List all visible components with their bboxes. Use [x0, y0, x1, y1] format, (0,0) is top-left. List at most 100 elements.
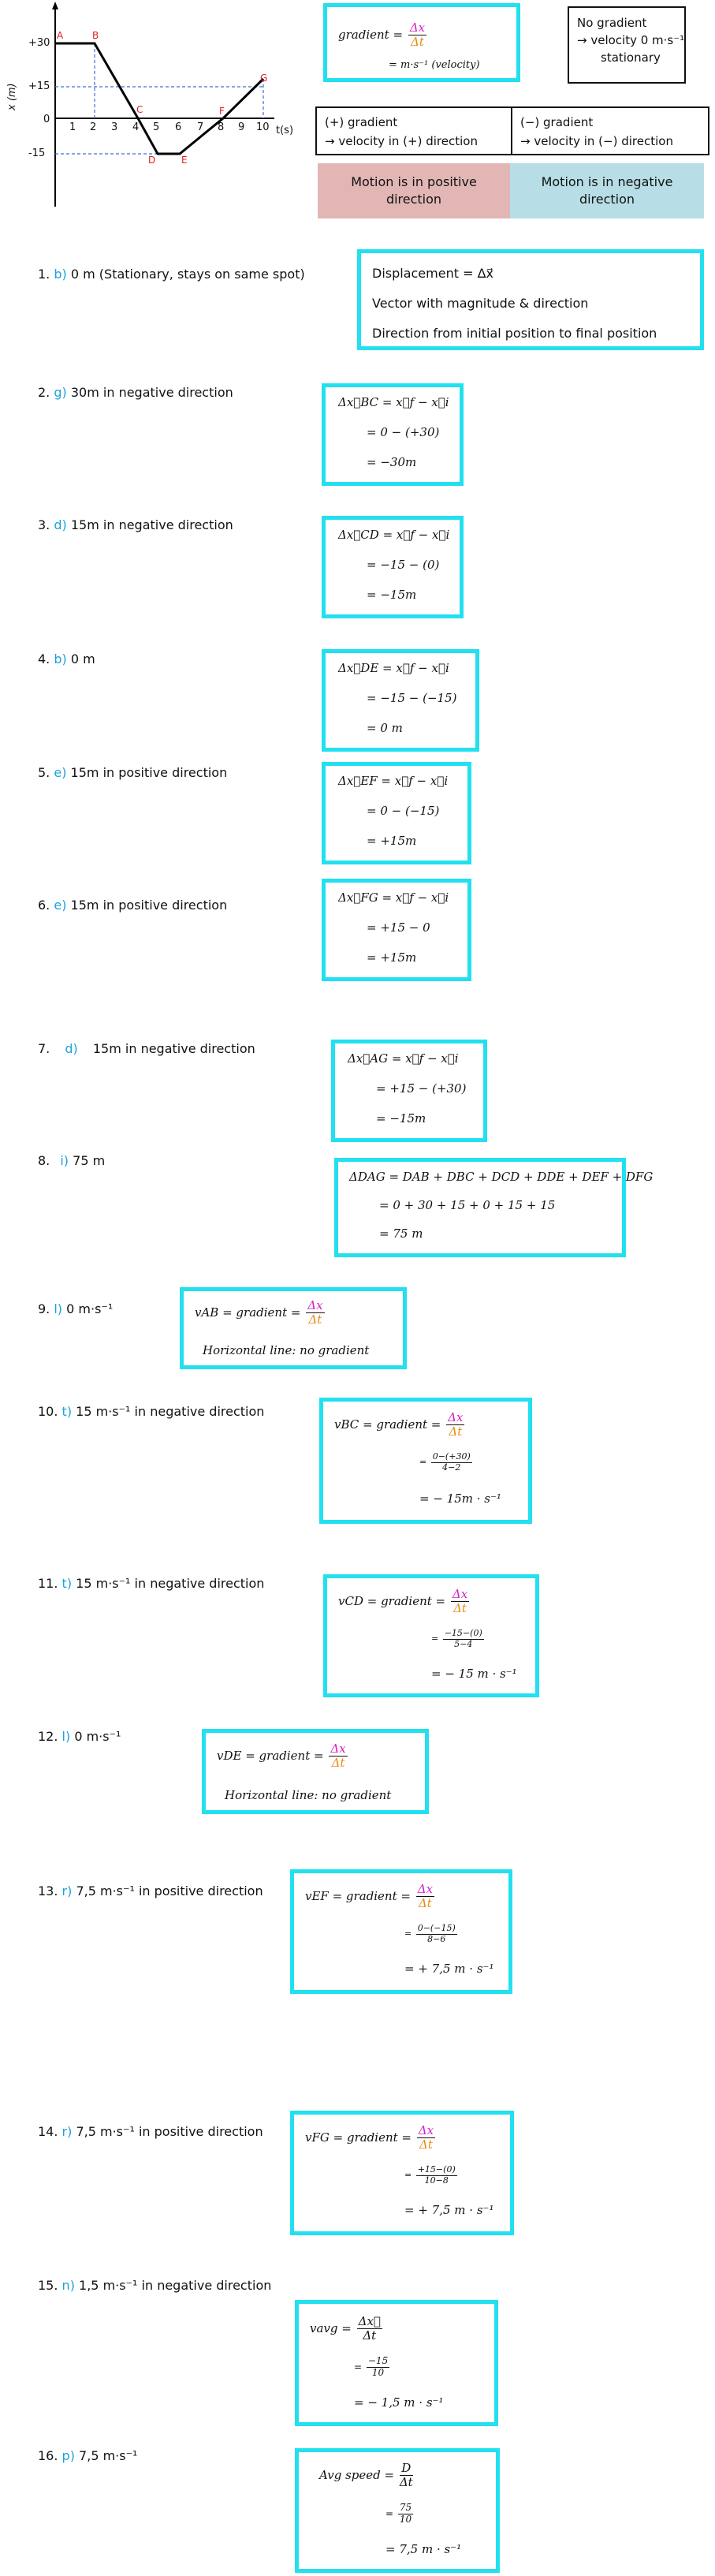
calc-line: = + 7,5 m · s⁻¹ [404, 2203, 494, 2217]
answer-16: 16. p) 7,5 m·s⁻¹ [38, 2448, 137, 2463]
gradient-num: Δx [408, 21, 427, 36]
calc-line: = 0 m [367, 721, 403, 735]
calc-line: = +15 − 0 [367, 920, 430, 935]
fraction-numerator: +15−(0) [415, 2164, 457, 2176]
delta-t: Δt [331, 1756, 345, 1771]
answer-letter: p) [61, 2448, 75, 2463]
fraction-numerator: 75 [397, 2502, 414, 2514]
answer-number: 8. [38, 1153, 50, 1168]
calc-line: = − 15m · s⁻¹ [419, 1491, 501, 1506]
positive-gradient-box: (+) gradient → velocity in (+) direction [315, 106, 512, 155]
answer-number: 6. [38, 898, 50, 913]
delta-t: Δt [449, 1424, 463, 1439]
tick-x-5: 5 [153, 121, 160, 133]
calc-line: = +15 − (+30) [376, 1081, 467, 1096]
no-gradient-line1: No gradient [577, 16, 647, 30]
answer-text: 15m in negative direction [70, 517, 233, 532]
tick-x-3: 3 [111, 121, 118, 133]
answer-text: 7,5 m·s⁻¹ in positive direction [76, 1883, 263, 1898]
x-axis-label: t(s) [276, 125, 294, 136]
gradient-lhs: gradient = [338, 27, 404, 42]
calc-box-q8: ΔDAG = DAB + DBC + DCD + DDE + DEF + DFG… [334, 1158, 653, 1257]
calc-line: Δx⃗EF = x⃗f − x⃗i [338, 774, 449, 788]
calc-line: = + 7,5 m · s⁻¹ [404, 1962, 494, 1976]
answer-text: 0 m [70, 651, 95, 666]
answer-letter: n) [61, 2278, 75, 2293]
calc-line: = 0 − (+30) [367, 425, 440, 439]
fraction-denominator: 10 [399, 2513, 412, 2525]
delta-t: Δt [308, 1312, 322, 1327]
answer-4: 4. b) 0 m [38, 651, 95, 666]
tick-y-0: 0 [43, 114, 50, 125]
answer-11: 11. t) 15 m·s⁻¹ in negative direction [38, 1576, 264, 1591]
answer-text: 0 m (Stationary, stays on same spot) [70, 267, 305, 282]
answer-number: 1. [38, 267, 50, 282]
velocity-lhs: vCD = gradient = [338, 1593, 446, 1608]
answer-text: 30m in negative direction [70, 385, 233, 400]
fraction-numerator: 0−(+30) [430, 1451, 472, 1463]
delta-x: Δx [329, 1742, 348, 1757]
guide-lines [55, 43, 265, 155]
y-axis-arrow [52, 2, 58, 9]
answer-2: 2. g) 30m in negative direction [38, 385, 233, 400]
answer-number: 4. [38, 651, 50, 666]
answer-number: 11. [38, 1576, 58, 1591]
calc-line: Horizontal line: no gradient [225, 1788, 392, 1802]
tick-x-6: 6 [175, 121, 182, 133]
tick-x-1: 1 [69, 121, 76, 133]
tick-x-7: 7 [197, 121, 204, 133]
answer-letter: t) [61, 1404, 73, 1419]
delta-x: Δx [415, 1882, 435, 1898]
answer-text: 7,5 m·s⁻¹ in positive direction [76, 2124, 263, 2139]
calc-line: = − 15 m · s⁻¹ [431, 1667, 517, 1681]
delta-t: Δt [363, 2328, 377, 2343]
calc-line: = 0 + 30 + 15 + 0 + 15 + 15 [379, 1198, 556, 1212]
calc-line: = − 1,5 m · s⁻¹ [354, 2395, 444, 2410]
position-time-graph [52, 2, 274, 207]
answer-13: 13. r) 7,5 m·s⁻¹ in positive direction [38, 1883, 263, 1898]
fraction-denominator: 8−6 [427, 1933, 446, 1944]
neg-gradient-line1: (−) gradient [520, 115, 594, 129]
tick-y-30: +30 [28, 37, 50, 49]
calc-box-q3: Δx⃗CD = x⃗f − x⃗i = −15 − (0) = −15m [322, 516, 464, 618]
answer-text: 15m in positive direction [70, 765, 228, 780]
answer-text: 0 m·s⁻¹ [66, 1301, 114, 1316]
answer-text: 15m in positive direction [70, 898, 228, 913]
answer-letter: b) [54, 267, 67, 282]
answer-number: 2. [38, 385, 50, 400]
gradient-units: = m·s⁻¹ (velocity) [389, 59, 480, 71]
answer-letter: t) [61, 1576, 73, 1591]
answer-14: 14. r) 7,5 m·s⁻¹ in positive direction [38, 2124, 263, 2139]
tick-y-neg15: -15 [28, 147, 46, 159]
calc-line: Δx⃗AG = x⃗f − x⃗i [348, 1051, 459, 1066]
answer-7: 7. d) 15m in negative direction [38, 1041, 255, 1056]
point-label-b: B [92, 30, 99, 41]
neg-gradient-line2: → velocity in (−) direction [520, 134, 673, 148]
answer-number: 9. [38, 1301, 50, 1316]
calc-box-q7: Δx⃗AG = x⃗f − x⃗i = +15 − (+30) = −15m [331, 1040, 487, 1142]
answer-letter: l) [54, 1301, 63, 1316]
delta-x: Δx [416, 2123, 436, 2139]
fraction-numerator: 0−(−15) [415, 1923, 457, 1935]
fraction-denominator: 5−4 [454, 1638, 473, 1649]
answer-letter: e) [54, 765, 67, 780]
calc-line: = +15m [367, 950, 417, 965]
calc-line: = 7,5 m · s⁻¹ [385, 2542, 462, 2556]
no-gradient-line2: → velocity 0 m·s⁻¹ [577, 33, 685, 47]
calc-box-q4: Δx⃗DE = x⃗f − x⃗i = −15 − (−15) = 0 m [322, 649, 479, 752]
tick-x-10: 10 [256, 121, 270, 133]
point-label-d: D [148, 155, 156, 166]
point-label-c: C [136, 104, 143, 115]
calc-line: Δx⃗DE = x⃗f − x⃗i [338, 661, 449, 675]
tick-x-2: 2 [90, 121, 97, 133]
answer-number: 15. [38, 2278, 58, 2293]
delta-t: Δt [399, 2475, 413, 2490]
velocity-lhs: vFG = gradient = [305, 2130, 411, 2145]
calc-line: = +15m [367, 834, 417, 848]
displacement-line1: Displacement = Δx⃗ [372, 266, 493, 281]
delta-t: Δt [418, 1896, 432, 1911]
